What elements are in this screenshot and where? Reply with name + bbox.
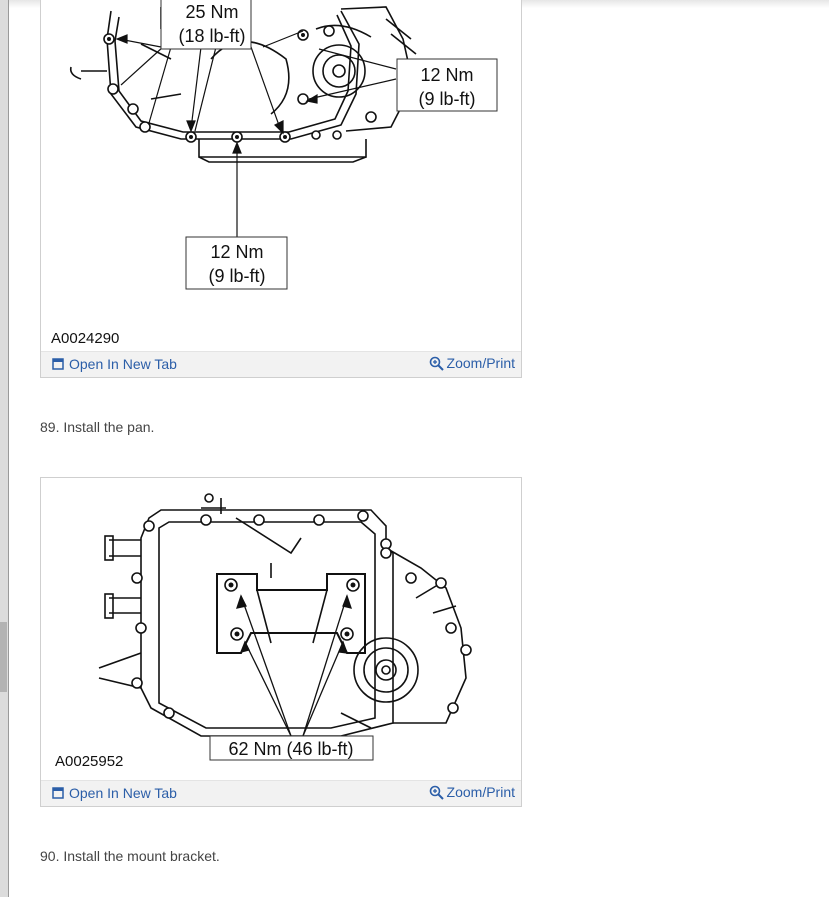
left-scrollbar[interactable] xyxy=(0,0,9,897)
figure-id: A0024290 xyxy=(51,330,120,347)
step-90-text: 90. Install the mount bracket. xyxy=(40,848,220,864)
open-new-tab-icon xyxy=(52,358,64,370)
zoom-magnifier-icon xyxy=(429,785,444,800)
torque-callout-top-line1: 25 Nm xyxy=(185,2,238,22)
figure-id: A0025952 xyxy=(55,753,124,770)
torque-callout-bottom-line2: (9 lb-ft) xyxy=(208,266,265,286)
figure-a0025952: 62 Nm (46 lb-ft) A0025952 Open In New Ta… xyxy=(40,477,522,807)
pan-bolt-torque-diagram: 25 Nm (18 lb-ft) 12 Nm (9 lb-ft) 12 Nm (… xyxy=(69,0,498,290)
torque-callout-right-line1: 12 Nm xyxy=(420,65,473,85)
open-in-new-tab-label: Open In New Tab xyxy=(69,785,177,801)
mount-bracket-torque-diagram: 62 Nm (46 lb-ft) xyxy=(98,493,472,761)
scrollbar-thumb[interactable] xyxy=(0,622,7,692)
open-in-new-tab-link[interactable]: Open In New Tab xyxy=(52,785,177,801)
figure-toolbar: Open In New Tab Zoom/Print xyxy=(41,351,521,377)
torque-callout-bracket: 62 Nm (46 lb-ft) xyxy=(228,739,353,759)
torque-callout-right-line2: (9 lb-ft) xyxy=(418,89,475,109)
torque-callout-top-line2: (18 lb-ft) xyxy=(178,26,245,46)
torque-callout-bottom-line1: 12 Nm xyxy=(210,242,263,262)
zoom-print-link[interactable]: Zoom/Print xyxy=(429,784,515,800)
open-new-tab-icon xyxy=(52,787,64,799)
step-89-text: 89. Install the pan. xyxy=(40,419,155,435)
open-in-new-tab-link[interactable]: Open In New Tab xyxy=(52,356,177,372)
figure-toolbar: Open In New Tab Zoom/Print xyxy=(41,780,521,806)
open-in-new-tab-label: Open In New Tab xyxy=(69,356,177,372)
zoom-print-link[interactable]: Zoom/Print xyxy=(429,355,515,371)
zoom-print-label: Zoom/Print xyxy=(446,355,515,371)
zoom-magnifier-icon xyxy=(429,356,444,371)
figure-a0024290: 25 Nm (18 lb-ft) 12 Nm (9 lb-ft) 12 Nm (… xyxy=(40,0,522,378)
zoom-print-label: Zoom/Print xyxy=(446,784,515,800)
